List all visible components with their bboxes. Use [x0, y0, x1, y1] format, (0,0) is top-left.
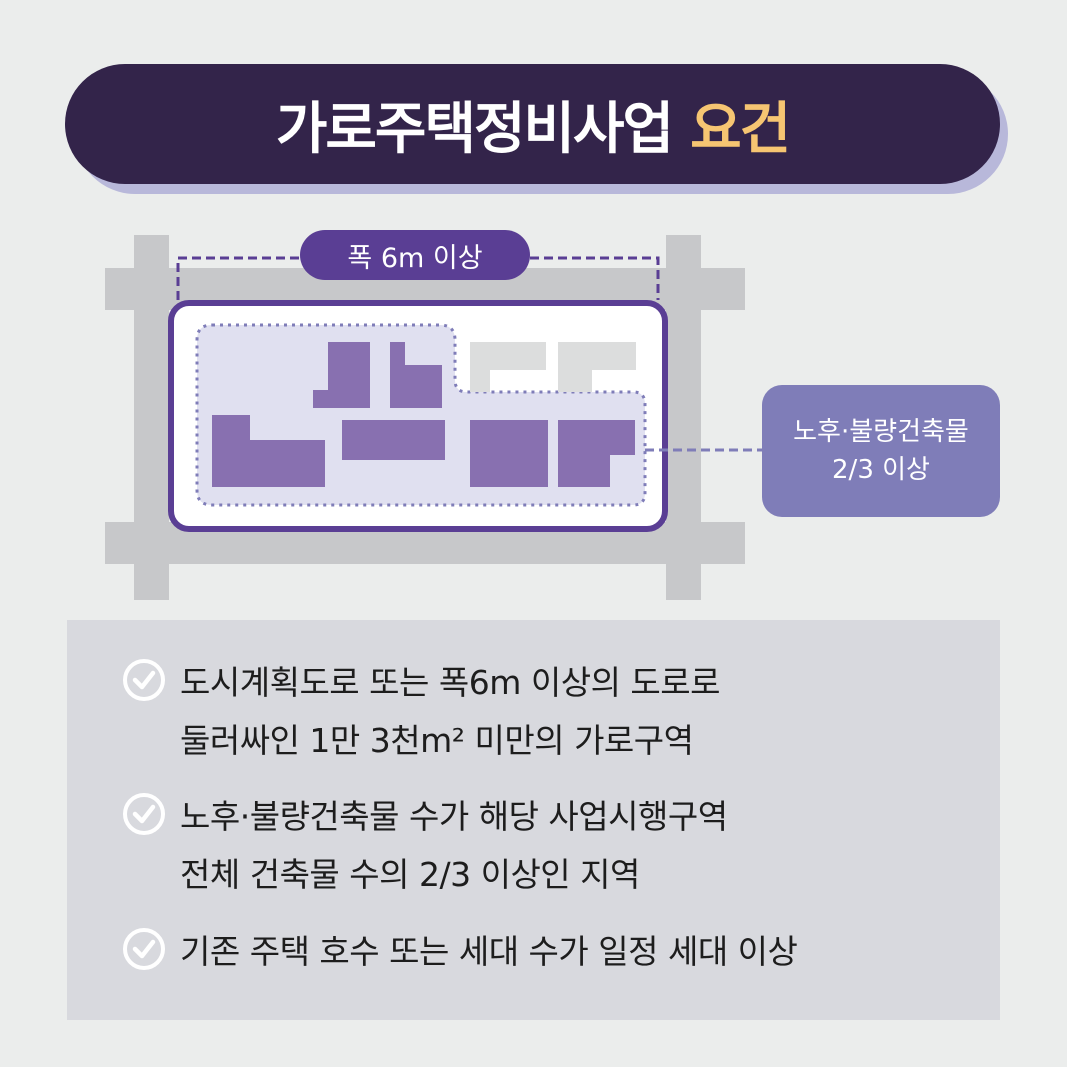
page-title: 가로주택정비사업 요건	[65, 64, 1000, 184]
old-building-label-line: 노후·불량건축물	[793, 417, 969, 447]
requirement-line: 기존 주택 호수 또는 세대 수가 일정 세대 이상	[180, 932, 798, 971]
title-main: 가로주택정비사업	[275, 96, 674, 162]
building	[558, 420, 635, 487]
width-bracket	[176, 256, 660, 300]
requirement-line: 노후·불량건축물 수가 해당 사업시행구역	[180, 797, 728, 836]
check-circle-icon	[123, 793, 165, 835]
title-highlight: 요건	[690, 96, 791, 162]
building	[558, 342, 636, 392]
building	[313, 342, 370, 408]
width-label: 폭 6m 이상	[300, 230, 530, 280]
old-building-label-line: 2/3 이상	[832, 455, 930, 485]
building	[212, 415, 325, 487]
requirement-text: 도시계획도로 또는 폭6m 이상의 도로로 둘러싸인 1만 3천m² 미만의 가…	[180, 654, 721, 770]
building	[390, 342, 442, 408]
requirement-text: 노후·불량건축물 수가 해당 사업시행구역 전체 건축물 수의 2/3 이상인 …	[180, 788, 728, 904]
street-block-diagram	[105, 235, 762, 600]
check-circle-icon	[123, 659, 165, 701]
old-building-label: 노후·불량건축물 2/3 이상	[762, 385, 1000, 517]
building	[470, 420, 548, 487]
other-buildings	[470, 342, 636, 392]
building	[470, 342, 546, 392]
requirement-text: 기존 주택 호수 또는 세대 수가 일정 세대 이상	[180, 923, 798, 981]
requirement-line: 둘러싸인 1만 3천m² 미만의 가로구역	[180, 721, 694, 760]
old-buildings	[212, 342, 635, 487]
building	[342, 420, 445, 460]
requirement-line: 전체 건축물 수의 2/3 이상인 지역	[180, 855, 640, 894]
requirement-item: 노후·불량건축물 수가 해당 사업시행구역 전체 건축물 수의 2/3 이상인 …	[122, 788, 728, 904]
requirement-line: 도시계획도로 또는 폭6m 이상의 도로로	[180, 663, 721, 702]
requirement-item: 기존 주택 호수 또는 세대 수가 일정 세대 이상	[122, 923, 798, 981]
requirement-item: 도시계획도로 또는 폭6m 이상의 도로로 둘러싸인 1만 3천m² 미만의 가…	[122, 654, 721, 770]
requirements-panel: 도시계획도로 또는 폭6m 이상의 도로로 둘러싸인 1만 3천m² 미만의 가…	[67, 620, 1000, 1020]
check-circle-icon	[123, 928, 165, 970]
